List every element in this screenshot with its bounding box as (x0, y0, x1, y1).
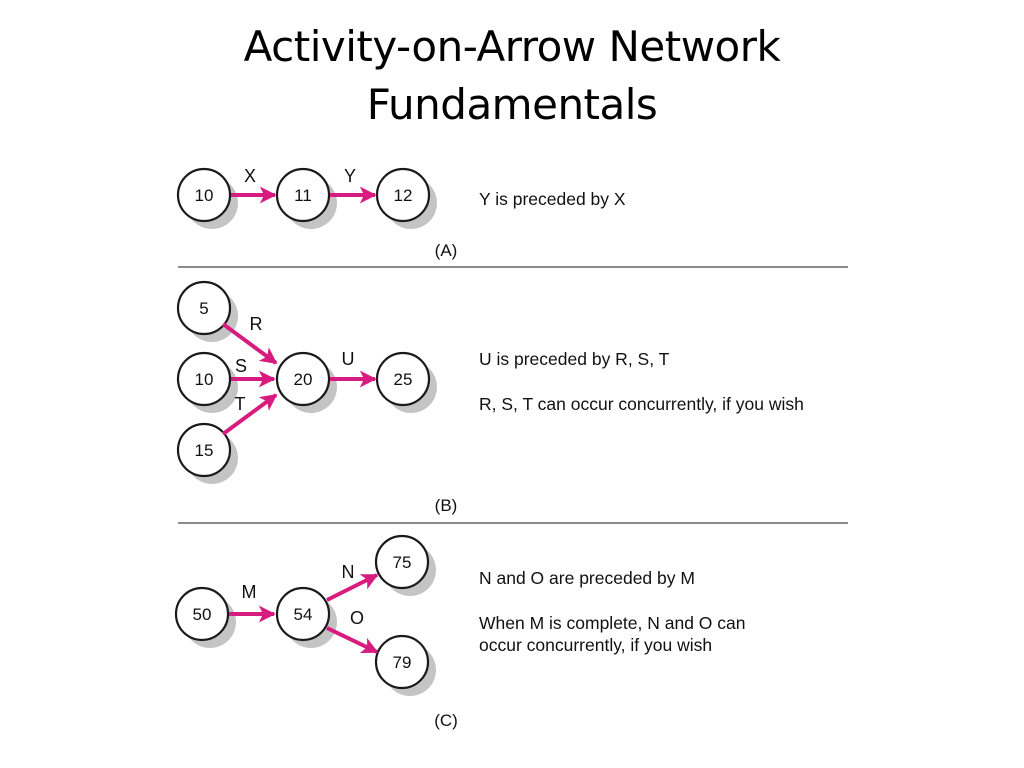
node-label: 75 (393, 553, 412, 572)
activity-u-label: U (342, 349, 355, 369)
node-a-12: 12 (375, 167, 437, 229)
activity-m-label: M (242, 582, 257, 602)
activity-n-label: N (342, 562, 355, 582)
node-label: 10 (195, 370, 214, 389)
activity-s-label: S (235, 356, 247, 376)
panel-b-description-1: U is preceded by R, S, T (479, 349, 670, 369)
node-label: 54 (294, 605, 313, 624)
node-c-54: 54 (275, 586, 337, 648)
node-c-50: 50 (174, 586, 236, 648)
panel-b-description-2: R, S, T can occur concurrently, if you w… (479, 394, 804, 414)
node-a-11: 11 (275, 167, 337, 229)
activity-x-label: X (244, 166, 256, 186)
activity-y-label: Y (344, 166, 356, 186)
panel-a-description: Y is preceded by X (479, 189, 626, 209)
node-label: 15 (195, 441, 214, 460)
node-b-20: 20 (275, 351, 337, 413)
panel-c-description-1: N and O are preceded by M (479, 568, 695, 588)
node-label: 20 (294, 370, 313, 389)
node-label: 25 (394, 370, 413, 389)
panel-c: 50 54 75 79 M N O N and O are preceded b… (174, 534, 746, 730)
panel-a: 10 11 12 X Y Y is preceded by X (A) (176, 166, 626, 260)
arrow-r (221, 322, 278, 365)
node-a-10: 10 (176, 167, 238, 229)
activity-t-label: T (235, 394, 246, 414)
title-line-1: Activity-on-Arrow Network (243, 22, 781, 71)
node-label: 12 (394, 186, 413, 205)
node-label: 50 (193, 605, 212, 624)
slide-title: Activity-on-Arrow Network Fundamentals (0, 18, 1024, 134)
node-label: 5 (199, 299, 208, 318)
activity-o-label: O (350, 608, 364, 628)
panel-c-caption: (C) (434, 711, 458, 730)
arrow-n (326, 573, 379, 602)
node-b-15: 15 (176, 422, 238, 484)
node-b-25: 25 (375, 351, 437, 413)
node-label: 11 (294, 186, 312, 205)
arrow-o (326, 626, 379, 654)
node-c-79: 79 (374, 634, 436, 696)
title-line-2: Fundamentals (366, 80, 658, 129)
panel-b-caption: (B) (435, 496, 458, 515)
panel-a-caption: (A) (435, 241, 458, 260)
node-b-10: 10 (176, 351, 238, 413)
panel-c-description-3: occur concurrently, if you wish (479, 635, 712, 655)
panel-b: 5 10 15 20 25 R S T U U is preceded (176, 280, 804, 515)
node-label: 79 (393, 653, 412, 672)
activity-r-label: R (250, 314, 263, 334)
node-c-75: 75 (374, 534, 436, 596)
node-label: 10 (195, 186, 214, 205)
arrow-t (221, 393, 278, 436)
panel-c-description-2: When M is complete, N and O can (479, 613, 746, 633)
node-b-5: 5 (176, 280, 238, 342)
